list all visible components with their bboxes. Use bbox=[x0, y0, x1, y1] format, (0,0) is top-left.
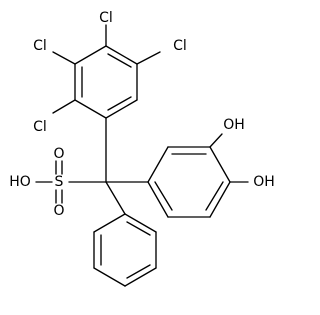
bond bbox=[154, 181, 173, 211]
atom-labels: Cl Cl Cl Cl OH OH HO S O O bbox=[9, 10, 275, 219]
bond bbox=[52, 99, 76, 114]
bond bbox=[126, 221, 151, 236]
bond bbox=[124, 213, 157, 233]
bond bbox=[52, 51, 76, 65]
sulfonic-hydroxy-label: HO bbox=[9, 174, 31, 190]
bond bbox=[74, 45, 107, 65]
bond bbox=[209, 181, 231, 218]
bond bbox=[209, 133, 223, 148]
bond bbox=[105, 181, 126, 215]
bond bbox=[209, 146, 231, 183]
sulfur-label: S bbox=[55, 174, 64, 190]
chlorine-label-top: Cl bbox=[99, 10, 113, 26]
bond bbox=[205, 181, 224, 211]
bond bbox=[147, 146, 169, 183]
structure-drawing: Cl Cl Cl Cl OH OH HO S O O bbox=[9, 10, 275, 287]
bond bbox=[105, 99, 138, 119]
bond bbox=[126, 264, 151, 279]
chlorine-label-right: Cl bbox=[173, 38, 187, 54]
bond bbox=[124, 267, 157, 287]
bond bbox=[107, 53, 132, 68]
hydroxy-label-upper: OH bbox=[223, 117, 245, 133]
bond bbox=[93, 267, 126, 287]
bond bbox=[93, 213, 126, 233]
bond bbox=[74, 99, 107, 119]
chlorine-label-left: Cl bbox=[33, 38, 47, 54]
oxygen-label-top: O bbox=[53, 146, 64, 162]
hydroxy-label-right: OH bbox=[253, 174, 275, 190]
bond bbox=[147, 181, 169, 218]
bond-lines bbox=[35, 24, 249, 287]
bond bbox=[107, 96, 132, 111]
chlorine-label-lower-left: Cl bbox=[33, 119, 47, 135]
bond bbox=[105, 45, 138, 65]
oxygen-label-bottom: O bbox=[53, 203, 64, 219]
bond bbox=[136, 51, 161, 65]
